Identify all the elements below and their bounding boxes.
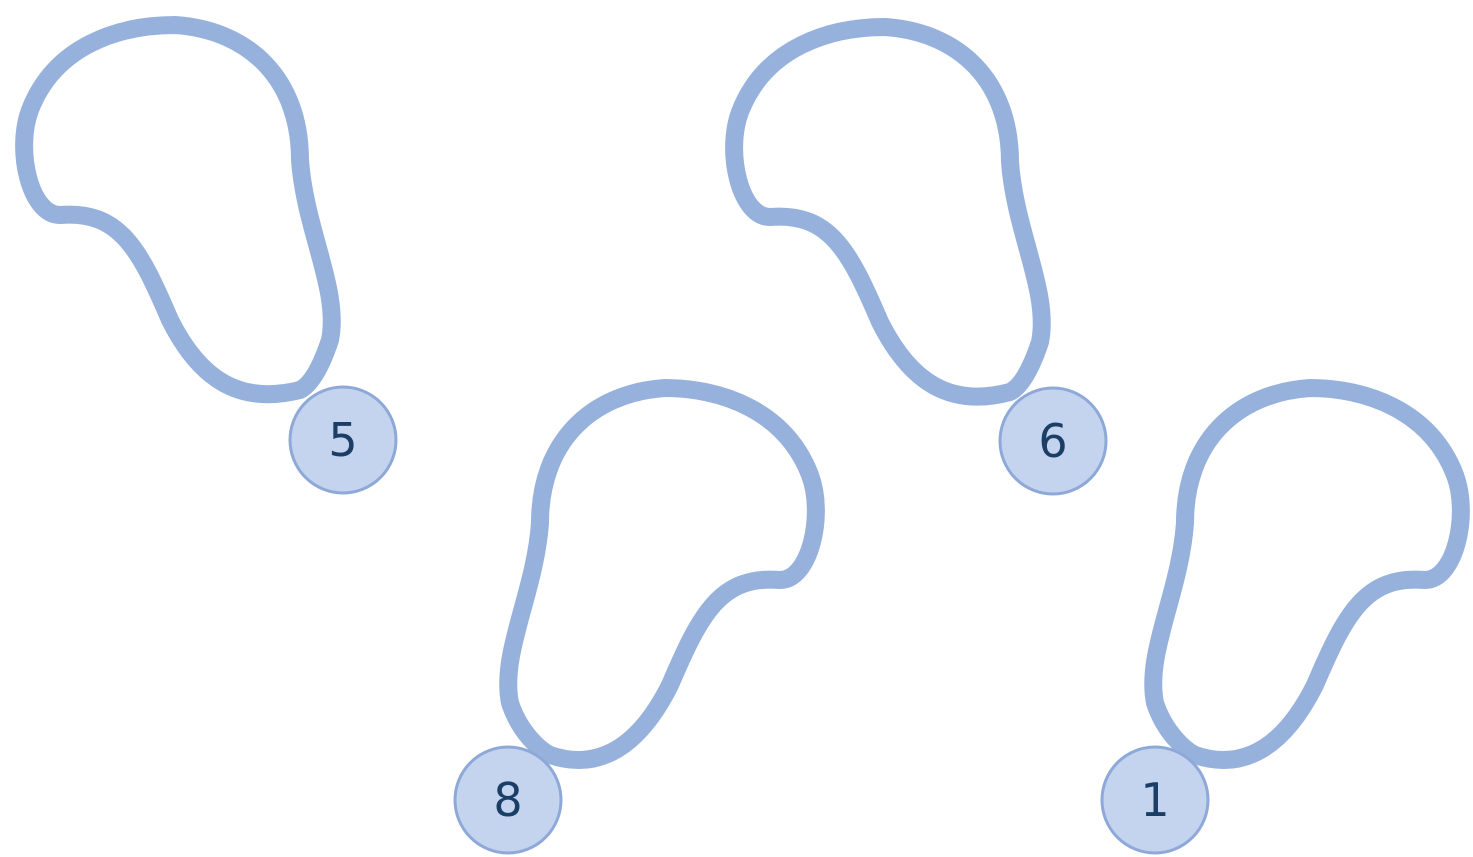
badge-circle <box>1100 745 1210 855</box>
badge-number: 8 <box>493 773 522 827</box>
badge-number: 1 <box>1140 773 1169 827</box>
balloon-5: 5 <box>15 16 398 495</box>
badge-number: 5 <box>328 413 357 467</box>
balloon-6: 6 <box>725 18 1108 496</box>
balloon-loop <box>499 379 825 769</box>
balloon-8: 8 <box>453 379 825 855</box>
balloon-loop <box>1144 379 1470 769</box>
balloon-loop <box>725 18 1051 406</box>
badge-number: 6 <box>1038 414 1067 468</box>
balloon-1: 1 <box>1100 379 1470 855</box>
badge-circle <box>453 745 563 855</box>
balloon-loop <box>15 16 341 404</box>
badge-circle <box>998 386 1108 496</box>
badge-circle <box>288 385 398 495</box>
